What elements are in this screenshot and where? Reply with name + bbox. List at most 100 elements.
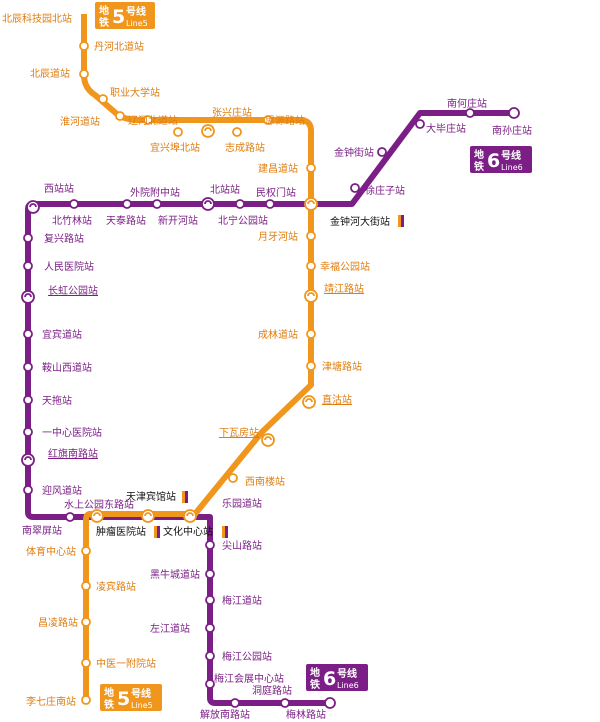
transfer-icon[interactable] [141,509,155,523]
station-label[interactable]: 思源路站 [265,114,305,127]
station-dot[interactable] [69,199,79,209]
station-label[interactable]: 张兴庄站 [212,106,252,119]
station-dot[interactable] [23,485,33,495]
station-label[interactable]: 北竹林站 [52,214,92,227]
station-label[interactable]: 北站站 [210,183,240,196]
station-label[interactable]: 靖江路站 [324,282,364,295]
station-dot[interactable] [324,697,336,709]
station-dot[interactable] [280,698,290,708]
station-label[interactable]: 左江道站 [150,622,190,635]
station-label[interactable]: 红旗南路站 [48,447,98,460]
transfer-icon[interactable] [26,200,40,214]
station-label[interactable]: 梅江道站 [222,594,262,607]
station-dot[interactable] [143,115,153,125]
station-label[interactable]: 淮河道站 [60,115,100,128]
station-dot[interactable] [306,361,316,371]
station-dot[interactable] [23,261,33,271]
station-label[interactable]: 直沽站 [322,393,352,406]
station-label[interactable]: 金钟街站 [334,146,374,159]
station-label[interactable]: 梅林路站 [286,708,326,721]
station-dot[interactable] [98,94,108,104]
station-dot[interactable] [306,261,316,271]
station-label[interactable]: 西站站 [44,182,74,195]
station-dot[interactable] [173,127,183,137]
station-label[interactable]: 南翠屏站 [22,524,62,537]
station-dot[interactable] [79,69,89,79]
station-dot[interactable] [205,569,215,579]
station-label[interactable]: 新开河站 [158,214,198,227]
station-label[interactable]: 丹河北道站 [94,40,144,53]
station-dot[interactable] [230,698,240,708]
station-label[interactable]: 辽河北道站 [128,114,178,127]
station-label[interactable]: 解放南路站 [200,708,250,721]
station-label[interactable]: 大毕庄站 [426,122,466,135]
station-label[interactable]: 民权门站 [256,186,296,199]
transfer-icon[interactable] [90,509,104,523]
station-label[interactable]: 一中心医院站 [42,426,102,439]
station-dot[interactable] [81,658,91,668]
station-label[interactable]: 复兴路站 [44,232,84,245]
station-label[interactable]: 中医一附院站 [96,657,156,670]
station-label[interactable]: 梅江公园站 [222,650,272,663]
station-label[interactable]: 昌凌路站 [38,616,78,629]
station-label[interactable]: 黑牛城道站 [150,568,200,581]
station-dot[interactable] [205,651,215,661]
station-label[interactable]: 梅江会展中心站 [214,672,284,685]
transfer-icon[interactable] [201,124,215,138]
station-label[interactable]: 天泰路站 [106,214,146,227]
station-label[interactable]: 尖山路站 [222,539,262,552]
station-label[interactable]: 乐园道站 [222,497,262,510]
station-label[interactable]: 职业大学站 [110,86,160,99]
station-dot[interactable] [79,41,89,51]
station-label[interactable]: 文化中心站 [163,525,213,538]
station-dot[interactable] [415,119,425,129]
station-label[interactable]: 人民医院站 [44,260,94,273]
station-dot[interactable] [377,147,387,157]
transfer-icon[interactable] [302,395,316,409]
station-label[interactable]: 南孙庄站 [492,124,532,137]
station-dot[interactable] [81,546,91,556]
station-dot[interactable] [205,595,215,605]
station-label[interactable]: 李七庄南站 [26,695,76,708]
station-label[interactable]: 志成路站 [225,141,265,154]
station-label[interactable]: 水上公园东路站 [64,498,134,511]
station-label[interactable]: 体育中心站 [26,545,76,558]
station-label[interactable]: 长虹公园站 [48,284,98,297]
station-dot[interactable] [306,163,316,173]
station-dot[interactable] [306,329,316,339]
station-dot[interactable] [23,395,33,405]
station-dot[interactable] [122,199,132,209]
station-dot[interactable] [228,473,238,483]
station-dot[interactable] [115,111,125,121]
station-label[interactable]: 凌宾路站 [96,580,136,593]
station-dot[interactable] [23,362,33,372]
station-dot[interactable] [508,107,520,119]
transfer-icon[interactable] [21,453,35,467]
station-label[interactable]: 肿瘤医院站 [96,525,146,538]
station-dot[interactable] [306,231,316,241]
station-dot[interactable] [465,108,475,118]
transfer-icon[interactable] [304,289,318,303]
station-label[interactable]: 西南楼站 [245,475,285,488]
station-label[interactable]: 鞍山西道站 [42,361,92,374]
transfer-icon[interactable] [21,290,35,304]
station-dot[interactable] [152,199,162,209]
station-dot[interactable] [232,127,242,137]
station-dot[interactable] [350,183,360,193]
station-dot[interactable] [263,115,273,125]
transfer-icon[interactable] [183,509,197,523]
station-label[interactable]: 成林道站 [258,328,298,341]
station-label[interactable]: 金钟河大街站 [330,215,390,228]
station-dot[interactable] [205,679,215,689]
transfer-icon[interactable] [201,197,215,211]
station-label[interactable]: 北辰科技园北站 [2,12,72,25]
station-label[interactable]: 建昌道站 [258,162,298,175]
station-label[interactable]: 徐庄子站 [365,184,405,197]
station-dot[interactable] [205,623,215,633]
station-dot[interactable] [23,427,33,437]
station-label[interactable]: 北宁公园站 [218,214,268,227]
station-dot[interactable] [265,199,275,209]
station-dot[interactable] [81,617,91,627]
station-label[interactable]: 南何庄站 [447,97,487,110]
transfer-icon[interactable] [261,433,275,447]
